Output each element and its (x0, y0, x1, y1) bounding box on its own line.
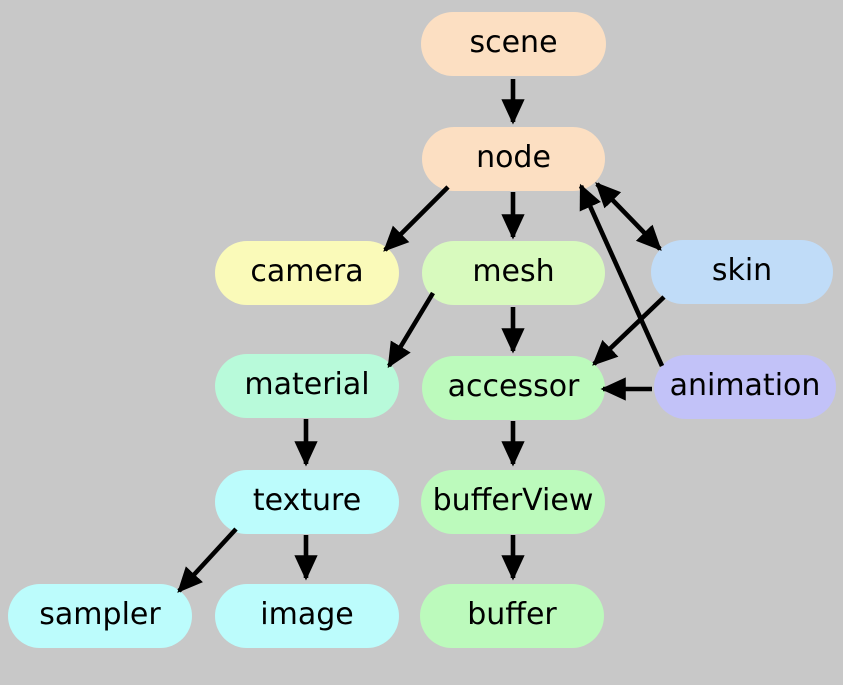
diagram-node-accessor: accessor (422, 356, 605, 420)
diagram-node-label-texture: texture (252, 483, 362, 518)
edge-node-camera (383, 185, 450, 252)
edge-skin-accessor (592, 295, 666, 366)
diagram-node-label-bufferView: bufferView (432, 483, 594, 518)
diagram-node-label-material: material (244, 367, 370, 402)
diagram-node-scene: scene (421, 12, 606, 76)
diagram-node-label-skin: skin (711, 253, 773, 288)
diagram-node-label-image: image (260, 597, 354, 632)
diagram-node-sampler: sampler (8, 584, 192, 648)
diagram-node-camera: camera (215, 241, 399, 305)
diagram-node-label-sampler: sampler (39, 597, 161, 632)
diagram-node-label-animation: animation (669, 368, 821, 403)
diagram-node-node: node (422, 127, 605, 191)
diagram-node-label-buffer: buffer (467, 597, 557, 632)
edge-mesh-material (387, 291, 435, 369)
diagram-node-label-accessor: accessor (447, 369, 580, 404)
diagram-node-label-scene: scene (469, 25, 558, 60)
diagram-node-texture: texture (215, 470, 399, 534)
diagram-node-animation: animation (654, 355, 836, 419)
diagram-node-buffer: buffer (420, 584, 604, 648)
diagram-node-label-node: node (476, 140, 551, 175)
diagram-node-bufferView: bufferView (421, 470, 605, 534)
diagram-node-material: material (215, 354, 399, 418)
diagram-node-label-mesh: mesh (472, 254, 555, 289)
edge-texture-sampler (177, 527, 238, 593)
diagram-node-label-camera: camera (250, 254, 364, 289)
diagram-node-mesh: mesh (422, 241, 605, 305)
diagram-node-skin: skin (651, 240, 833, 304)
diagram-node-image: image (215, 584, 399, 648)
edge-node-skin (595, 182, 662, 251)
